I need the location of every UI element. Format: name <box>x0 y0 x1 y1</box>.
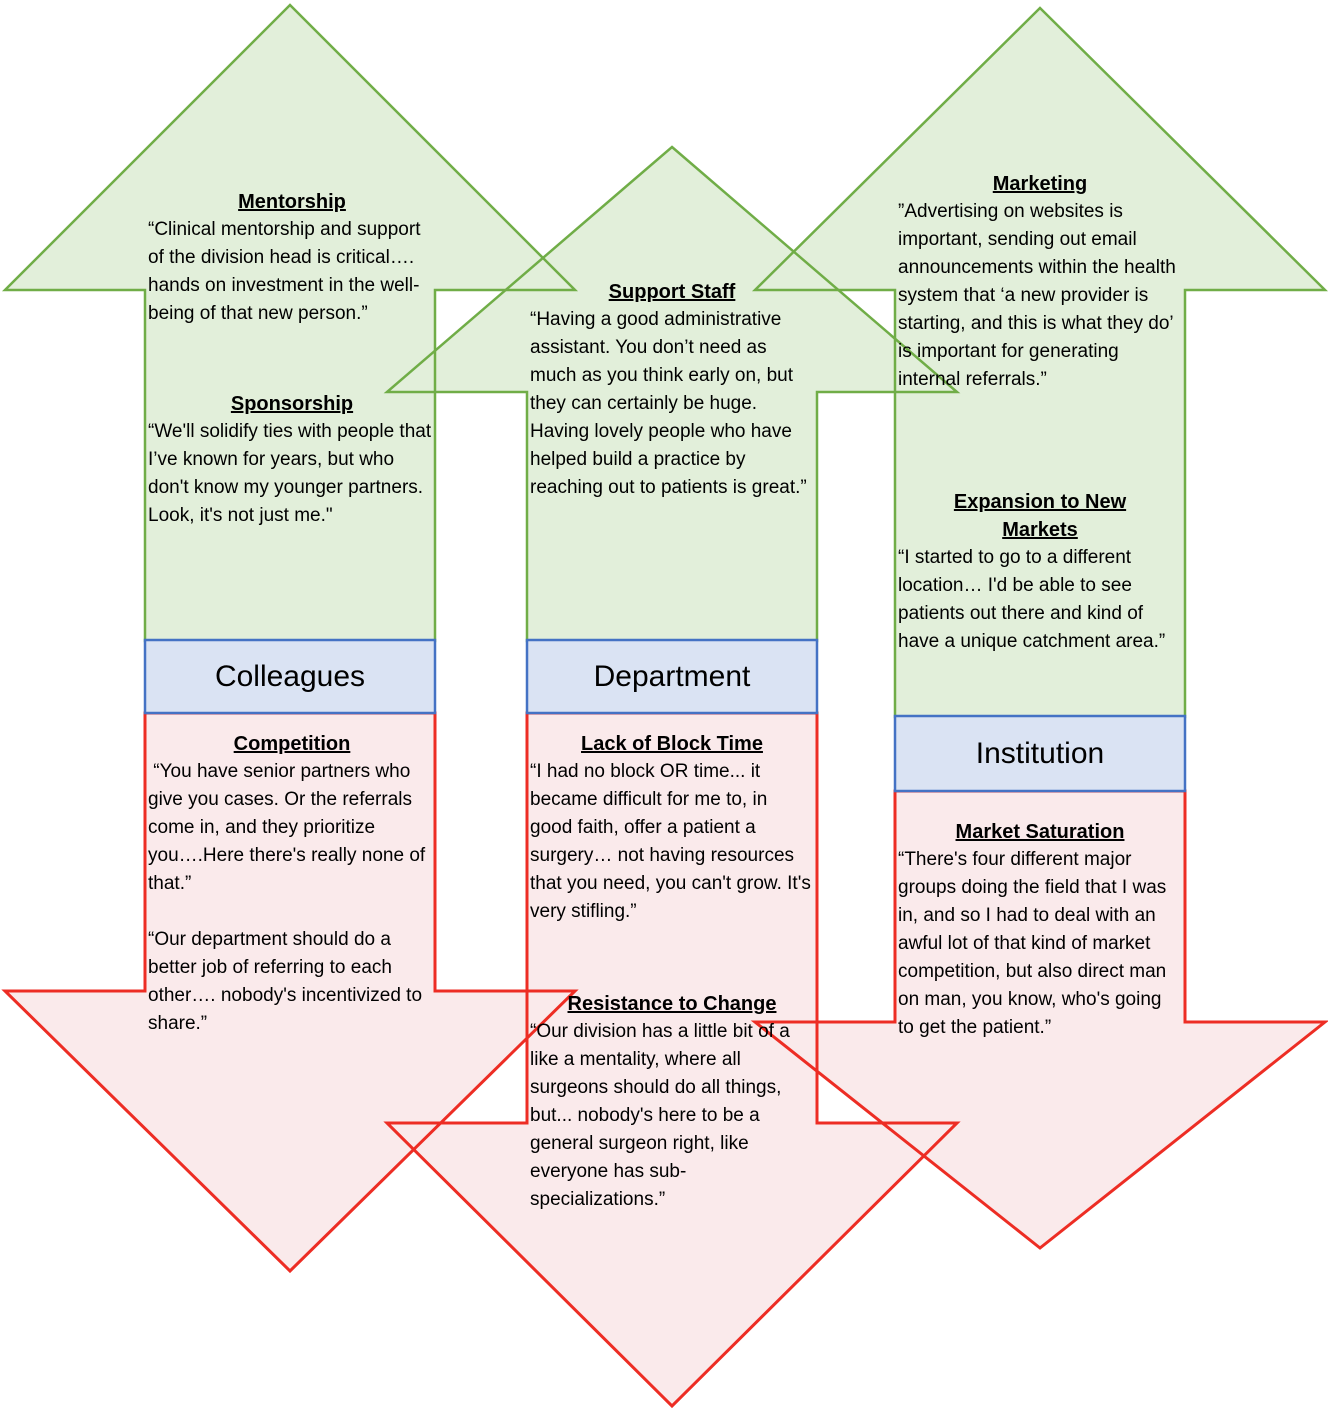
facilitator-section-expansion-to-new-markets: Expansion to New Markets “I started to g… <box>898 488 1182 656</box>
quote-text: “Our department should do a better job o… <box>148 929 428 1034</box>
quote-heading: Sponsorship <box>230 393 354 415</box>
facilitator-section-mentorship: Mentorship “Clinical mentorship and supp… <box>148 188 436 328</box>
quote-text: “You have senior partners who give you c… <box>148 761 431 894</box>
quote-text: “I had no block OR time... it became dif… <box>530 761 817 922</box>
down-arrow-department <box>387 713 957 1406</box>
quote-text: “Having a good administrative assistant.… <box>530 309 807 498</box>
quote-text: “We'll solidify ties with people that I’… <box>148 421 437 526</box>
quote-heading: Market Saturation <box>955 821 1125 843</box>
quote-heading: Marketing <box>992 173 1088 195</box>
quote-text: ”Advertising on websites is important, s… <box>898 201 1182 390</box>
quote-text: “There's four different major groups doi… <box>898 849 1172 1038</box>
barrier-section-market-saturation: Market Saturation “There's four differen… <box>898 818 1182 1042</box>
down-arrow-department-outline <box>383 711 961 1409</box>
quote-heading: Mentorship <box>238 191 346 213</box>
quote-heading: Lack of Block Time <box>581 733 763 755</box>
barrier-section-competition: Competition “You have senior partners wh… <box>148 730 436 1038</box>
quote-text: “Our division has a little bit of a like… <box>530 1021 796 1210</box>
quote-heading: Competition <box>233 733 351 755</box>
column-label-department: Department <box>593 659 751 693</box>
up-arrow-colleagues <box>5 5 575 641</box>
facilitator-section-support-staff: Support Staff “Having a good administrat… <box>530 278 814 502</box>
facilitator-section-sponsorship: Sponsorship “We'll solidify ties with pe… <box>148 390 436 530</box>
up-arrow-institution <box>755 8 1325 717</box>
quote-text: “I started to go to a different location… <box>898 547 1166 652</box>
quote-text: “Clinical mentorship and support of the … <box>148 219 426 324</box>
quote-heading: Resistance to Change <box>567 993 777 1015</box>
barrier-section-resistance-to-change: Resistance to Change “Our division has a… <box>530 990 814 1214</box>
quote-heading: Expansion to New Markets <box>953 491 1127 541</box>
down-arrow-colleagues-outline <box>1 711 579 1274</box>
quote-heading: Support Staff <box>608 281 736 303</box>
down-arrow-institution-outline <box>750 789 1328 1250</box>
label-band-department <box>525 638 819 715</box>
label-band-institution <box>893 714 1187 793</box>
barrier-section-lack-of-block-time: Lack of Block Time “I had no block OR ti… <box>530 730 814 926</box>
label-band-colleagues <box>143 638 437 715</box>
column-label-colleagues: Colleagues <box>214 659 366 693</box>
facilitator-section-marketing: Marketing ”Advertising on websites is im… <box>898 170 1182 394</box>
column-label-institution: Institution <box>975 736 1105 770</box>
down-arrow-colleagues <box>5 713 575 1271</box>
